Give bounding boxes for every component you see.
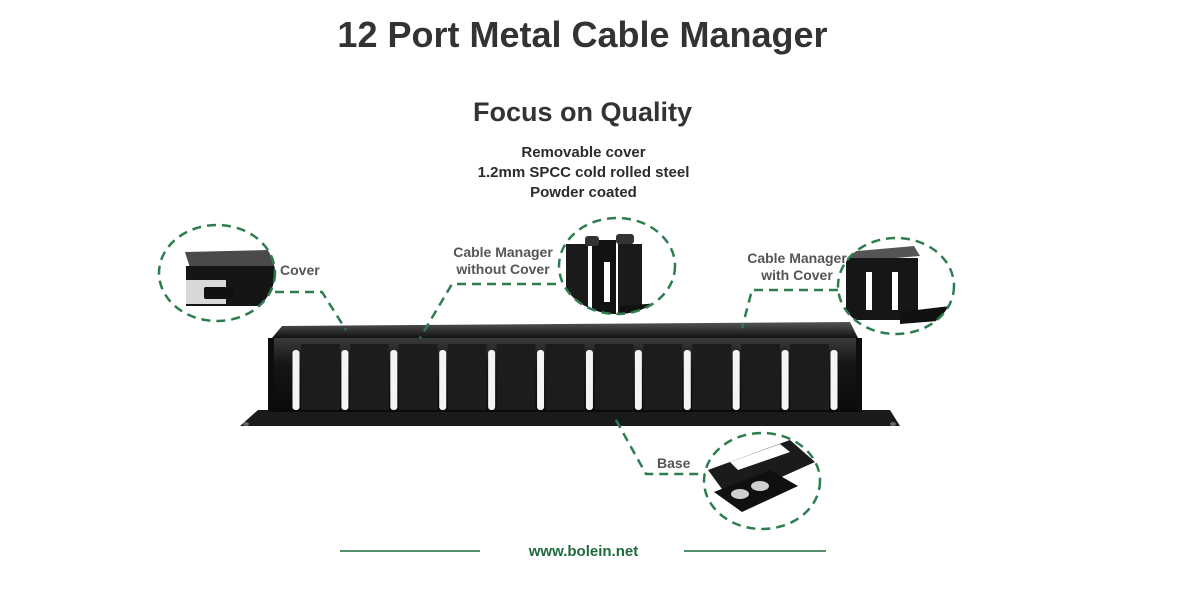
page-title: 12 Port Metal Cable Manager — [337, 14, 828, 55]
with-cover-label: Cable Manager with Cover — [742, 250, 852, 284]
cover-detail — [157, 223, 277, 323]
slot-finger — [301, 344, 340, 410]
with-cover-label-line2: with Cover — [761, 267, 833, 283]
cover-label: Cover — [280, 262, 320, 278]
cable-slot — [390, 350, 398, 410]
cable-slot — [439, 350, 447, 410]
slot-finger — [594, 344, 634, 410]
cable-slots — [292, 344, 838, 410]
slot-finger — [447, 344, 487, 410]
website-text: www.bolein.net — [528, 543, 639, 560]
slot-finger — [545, 344, 585, 410]
leader-lines — [275, 282, 838, 476]
cable-manager-product — [240, 322, 900, 426]
feature-item: Powder coated — [530, 184, 637, 201]
feature-list: Removable cover 1.2mm SPCC cold rolled s… — [0, 143, 1167, 203]
cable-slot — [585, 350, 593, 410]
with-cover-detail — [836, 236, 956, 336]
with-cover-label-line1: Cable Manager — [747, 250, 847, 266]
cable-slot — [537, 350, 545, 410]
feature-item: 1.2mm SPCC cold rolled steel — [477, 164, 690, 181]
feature-item: Removable cover — [521, 144, 646, 161]
without-cover-label-line2: without Cover — [456, 261, 550, 277]
website-link[interactable]: www.bolein.net — [0, 543, 1167, 560]
slot-finger — [496, 344, 536, 410]
slot-finger — [349, 344, 389, 410]
slot-finger — [790, 344, 829, 410]
cable-slot — [683, 350, 691, 410]
base-detail — [702, 431, 822, 531]
base-label: Base — [657, 455, 691, 471]
cable-slot — [488, 350, 496, 410]
subtitle: Focus on Quality — [472, 97, 693, 127]
cable-slot — [732, 350, 740, 410]
cable-slot — [830, 350, 838, 410]
cable-slot — [634, 350, 642, 410]
without-cover-label-line1: Cable Manager — [453, 244, 553, 260]
slot-finger — [741, 344, 781, 410]
cable-slot — [781, 350, 789, 410]
cable-slot — [292, 350, 300, 410]
without-cover-detail — [557, 216, 677, 316]
slot-finger — [643, 344, 683, 410]
cable-slot — [341, 350, 349, 410]
without-cover-label: Cable Manager without Cover — [448, 244, 558, 278]
slot-finger — [692, 344, 732, 410]
slot-finger — [398, 344, 438, 410]
